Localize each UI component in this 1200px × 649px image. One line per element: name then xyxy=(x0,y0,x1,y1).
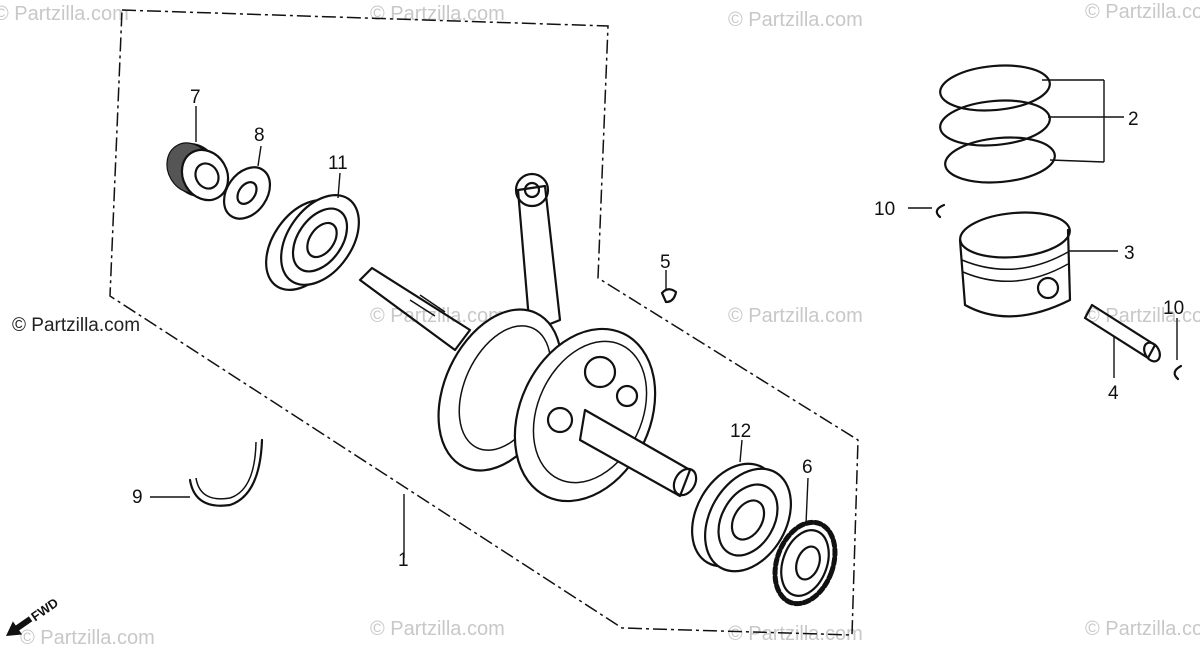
sprocket-6-icon xyxy=(772,519,838,607)
callout-9: 9 xyxy=(132,487,143,508)
washer-8-icon xyxy=(222,166,272,220)
callout-10: 10 xyxy=(1163,298,1184,319)
callout-5: 5 xyxy=(660,252,671,273)
key-5-icon xyxy=(660,288,678,304)
assembly-outline xyxy=(109,9,859,636)
callout-3: 3 xyxy=(1124,243,1135,264)
fwd-label: FWD xyxy=(28,595,61,624)
callout-12: 12 xyxy=(730,421,751,442)
arrow-icon xyxy=(6,616,33,636)
clip-10-icon xyxy=(1173,364,1183,381)
snap-ring-9-icon xyxy=(188,438,264,507)
watermark: © Partzilla.com xyxy=(1085,305,1200,327)
callout-2: 2 xyxy=(1128,109,1139,130)
watermark: © Partzilla.com xyxy=(0,3,129,25)
bearing-11-icon xyxy=(265,194,360,291)
watermark: © Partzilla.com xyxy=(728,623,863,645)
callout-labels: 1 2 3 4 5 6 7 8 9 10 10 11 12 xyxy=(132,87,1184,571)
leader-lines xyxy=(150,79,1178,558)
gear-7-icon xyxy=(166,142,230,202)
watermark: © Partzilla.com xyxy=(370,305,505,327)
watermark: © Partzilla.com xyxy=(1085,618,1200,640)
watermark: © Partzilla.com xyxy=(1085,1,1200,23)
callout-11: 11 xyxy=(328,153,348,174)
callout-6: 6 xyxy=(802,457,813,478)
piston-rings-2-icon xyxy=(939,64,1056,184)
watermark: © Partzilla.com xyxy=(370,618,505,640)
watermark: © Partzilla.com xyxy=(728,9,863,31)
crankshaft-1-icon xyxy=(358,172,698,503)
callout-8: 8 xyxy=(254,125,265,146)
piston-3-icon xyxy=(958,211,1072,318)
piston-pin-4-icon xyxy=(1083,303,1161,363)
callout-10: 10 xyxy=(874,199,895,220)
clip-10-icon xyxy=(935,203,946,219)
watermark: © Partzilla.com xyxy=(20,627,155,649)
bearing-12-icon xyxy=(691,462,792,573)
callout-4: 4 xyxy=(1108,383,1119,404)
callout-1: 1 xyxy=(398,550,409,571)
watermark-primary: © Partzilla.com xyxy=(12,315,140,336)
watermark: © Partzilla.com xyxy=(728,305,863,327)
callout-7: 7 xyxy=(190,87,201,108)
